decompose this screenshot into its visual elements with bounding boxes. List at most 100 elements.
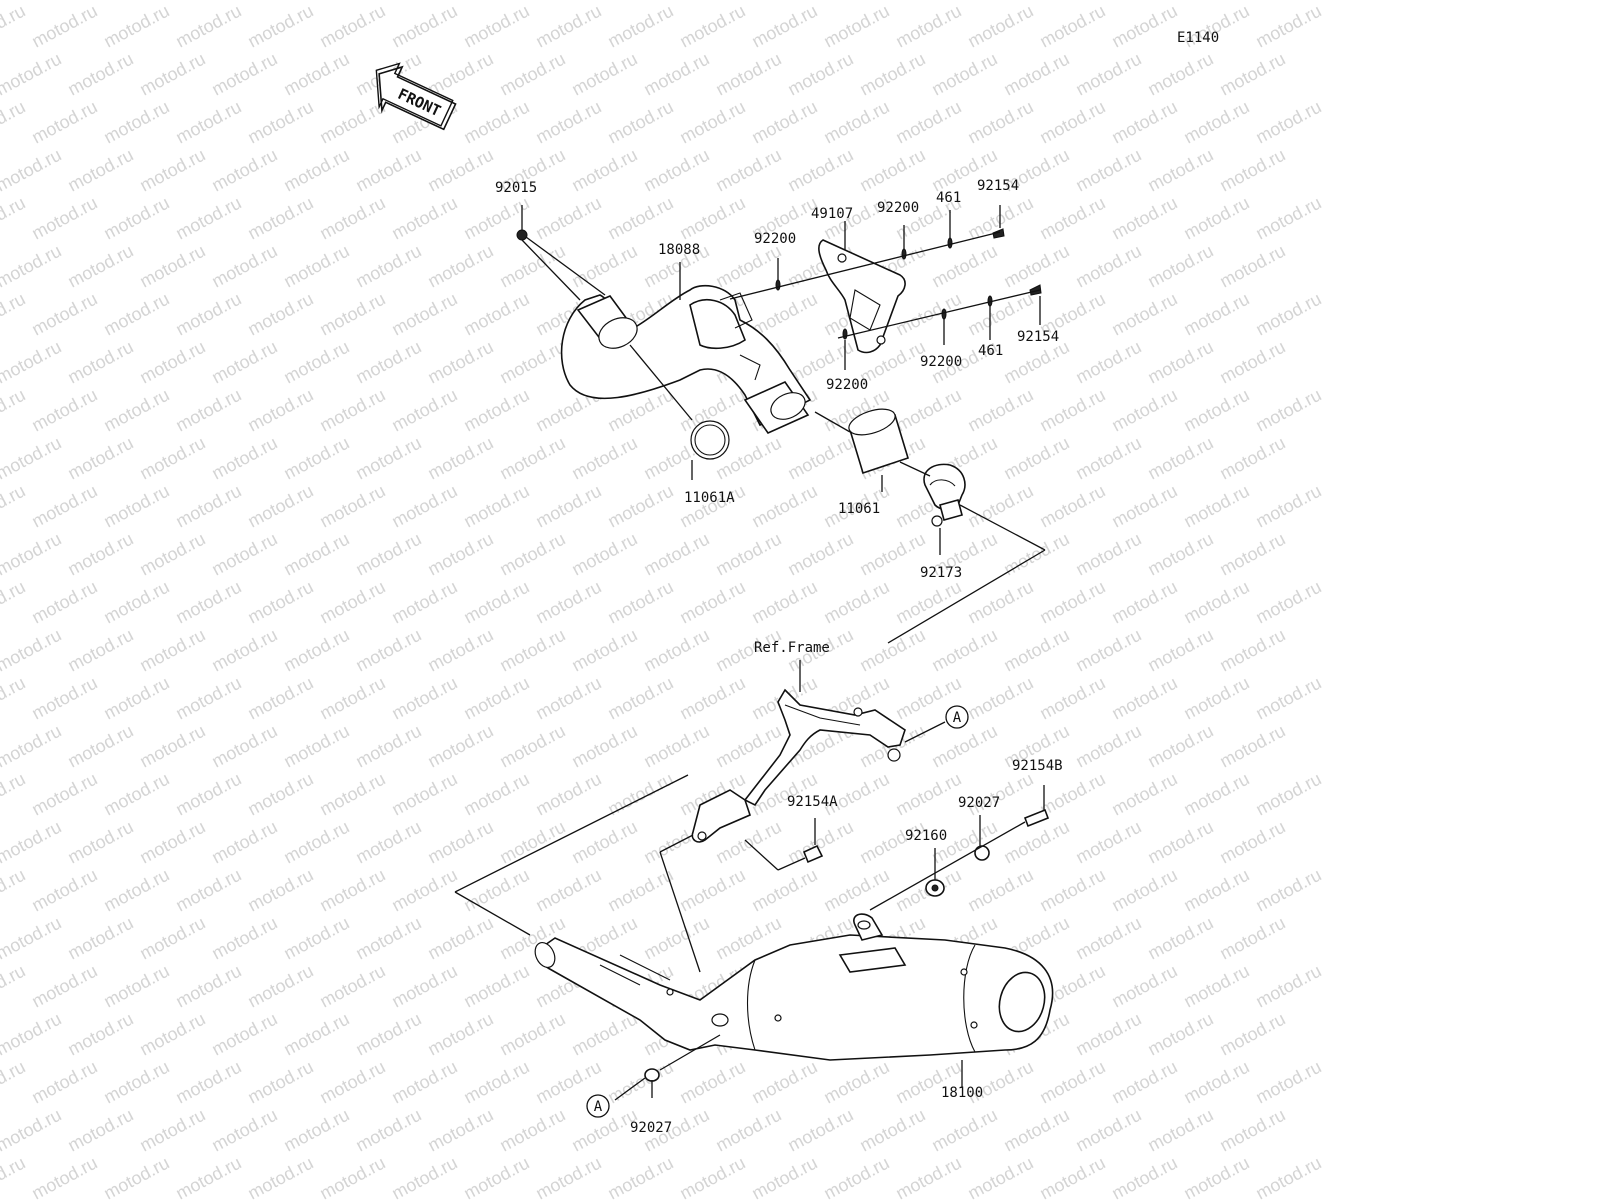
part-label-92200: 92200 <box>877 200 919 216</box>
watermark-text: motod.ru <box>100 97 172 148</box>
watermark-text: motod.ru <box>388 481 460 532</box>
watermark-text: motod.ru <box>424 721 496 772</box>
watermark-text: motod.ru <box>172 481 244 532</box>
watermark-text: motod.ru <box>388 385 460 436</box>
watermark-text: motod.ru <box>1108 97 1180 148</box>
watermark-text: motod.ru <box>1252 1153 1324 1200</box>
watermark-text: motod.ru <box>1216 721 1288 772</box>
watermark-text: motod.ru <box>424 913 496 964</box>
watermark-text: motod.ru <box>280 0 352 4</box>
watermark-text: motod.ru <box>244 1153 316 1200</box>
watermark-text: motod.ru <box>748 577 820 628</box>
watermark-text: motod.ru <box>1000 1105 1072 1156</box>
part-label-92200: 92200 <box>920 354 962 370</box>
watermark-text: motod.ru <box>1252 961 1324 1012</box>
watermark-text: motod.ru <box>388 289 460 340</box>
watermark-text: motod.ru <box>496 817 568 868</box>
watermark-text: motod.ru <box>280 337 352 388</box>
watermark-text: motod.ru <box>748 1153 820 1200</box>
watermark-text: motod.ru <box>0 1009 65 1060</box>
watermark-text: motod.ru <box>388 1153 460 1200</box>
watermark-text: motod.ru <box>280 817 352 868</box>
watermark-text: motod.ru <box>1252 769 1324 820</box>
watermark-text: motod.ru <box>0 433 65 484</box>
watermark-text: motod.ru <box>244 481 316 532</box>
svg-text:A: A <box>594 1099 603 1115</box>
watermark-text: motod.ru <box>1000 433 1072 484</box>
watermark-text: motod.ru <box>496 241 568 292</box>
watermark-text: motod.ru <box>784 433 856 484</box>
watermark-text: motod.ru <box>208 529 280 580</box>
watermark-text: motod.ru <box>244 97 316 148</box>
lower-leader-lines <box>454 660 1045 1101</box>
watermark-text: motod.ru <box>640 145 712 196</box>
watermark-text: motod.ru <box>1108 1153 1180 1200</box>
watermark-text: motod.ru <box>1036 1057 1108 1108</box>
watermark-text: motod.ru <box>172 1057 244 1108</box>
watermark-text: motod.ru <box>676 673 748 724</box>
watermark-text: motod.ru <box>496 1105 568 1156</box>
watermark-text: motod.ru <box>316 1153 388 1200</box>
watermark-text: motod.ru <box>244 577 316 628</box>
part-label-11061: 11061 <box>838 501 880 517</box>
watermark-text: motod.ru <box>676 481 748 532</box>
watermark-text: motod.ru <box>676 1 748 52</box>
watermark-text: motod.ru <box>496 0 568 4</box>
watermark-text: motod.ru <box>712 145 784 196</box>
watermark-text: motod.ru <box>0 1057 29 1108</box>
watermark-text: motod.ru <box>496 721 568 772</box>
watermark-text: motod.ru <box>1144 1009 1216 1060</box>
muffler-18100 <box>534 913 1054 1061</box>
watermark-text: motod.ru <box>28 193 100 244</box>
part-label-92200: 92200 <box>826 377 868 393</box>
watermark-text: motod.ru <box>172 1153 244 1200</box>
watermark-text: motod.ru <box>424 145 496 196</box>
watermark-text: motod.ru <box>280 1105 352 1156</box>
watermark-text: motod.ru <box>352 913 424 964</box>
watermark-text: motod.ru <box>208 0 280 4</box>
watermark-text: motod.ru <box>100 289 172 340</box>
watermark-text: motod.ru <box>1036 481 1108 532</box>
clamp-92173 <box>923 463 966 527</box>
watermark-text: motod.ru <box>100 481 172 532</box>
watermark-text: motod.ru <box>280 721 352 772</box>
watermark-text: motod.ru <box>424 529 496 580</box>
watermark-text: motod.ru <box>460 961 532 1012</box>
watermark-text: motod.ru <box>172 193 244 244</box>
watermark-text: motod.ru <box>316 193 388 244</box>
watermark-text: motod.ru <box>1180 961 1252 1012</box>
watermark-text: motod.ru <box>1252 385 1324 436</box>
watermark-text: motod.ru <box>1072 337 1144 388</box>
watermark-text: motod.ru <box>1072 721 1144 772</box>
watermark-text: motod.ru <box>892 289 964 340</box>
watermark-text: motod.ru <box>1144 721 1216 772</box>
watermark-text: motod.ru <box>748 865 820 916</box>
watermark-text: motod.ru <box>280 529 352 580</box>
watermark-text: motod.ru <box>244 1057 316 1108</box>
watermark-text: motod.ru <box>964 673 1036 724</box>
watermark-text: motod.ru <box>460 865 532 916</box>
watermark-text: motod.ru <box>1000 0 1072 4</box>
watermark-text: motod.ru <box>208 625 280 676</box>
heat-guard-49107 <box>818 239 906 354</box>
watermark-text: motod.ru <box>460 481 532 532</box>
watermark-text: motod.ru <box>820 1057 892 1108</box>
watermark-text: motod.ru <box>28 289 100 340</box>
part-label-92154: 92154 <box>977 178 1019 194</box>
watermark-text: motod.ru <box>0 481 29 532</box>
watermark-text: motod.ru <box>208 49 280 100</box>
watermark-text: motod.ru <box>0 1105 65 1156</box>
watermark-text: motod.ru <box>1180 481 1252 532</box>
watermark-text: motod.ru <box>1144 337 1216 388</box>
watermark-text: motod.ru <box>136 433 208 484</box>
watermark-text: motod.ru <box>208 817 280 868</box>
watermark-text: motod.ru <box>784 145 856 196</box>
watermark-text: motod.ru <box>1180 769 1252 820</box>
watermark-text: motod.ru <box>1072 1105 1144 1156</box>
watermark-text: motod.ru <box>1180 1057 1252 1108</box>
watermark-text: motod.ru <box>136 49 208 100</box>
watermark-text: motod.ru <box>1252 577 1324 628</box>
watermark-text: motod.ru <box>316 1057 388 1108</box>
watermark-text: motod.ru <box>424 1105 496 1156</box>
watermark-text: motod.ru <box>172 97 244 148</box>
